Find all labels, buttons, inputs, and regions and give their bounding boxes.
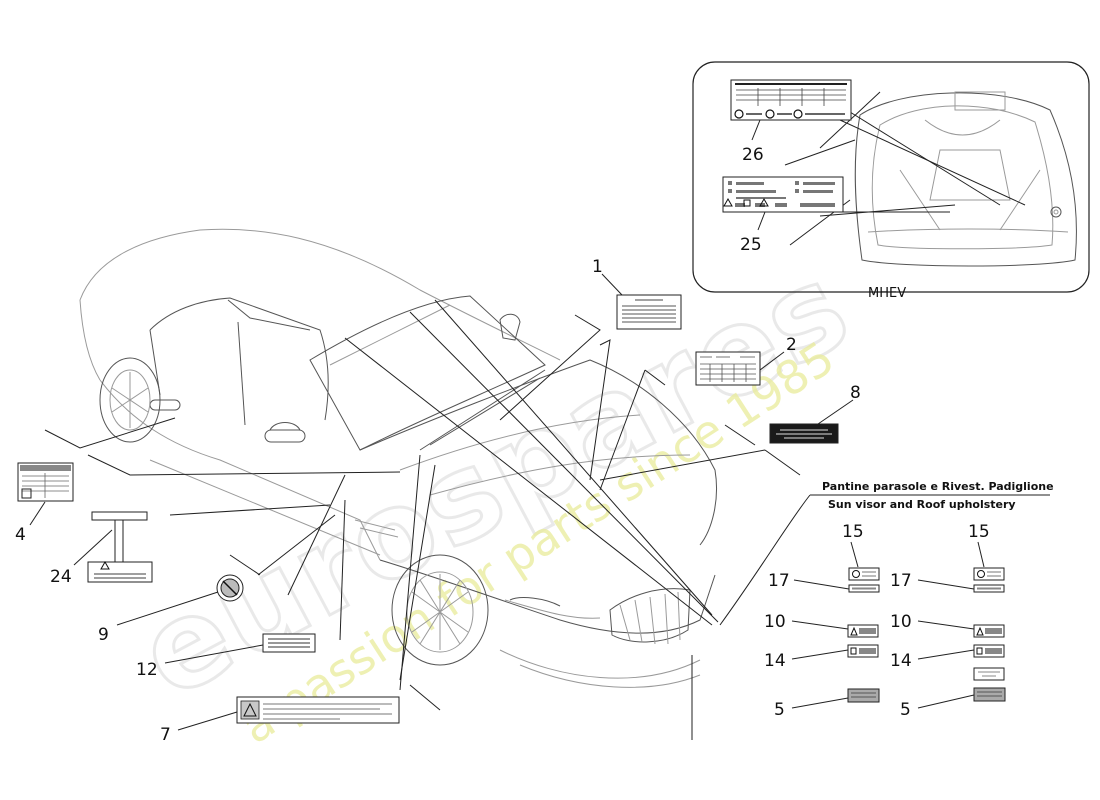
callout-15b: 15	[968, 522, 990, 542]
sun-visor-title-en: Sun visor and Roof upholstery	[828, 498, 1016, 511]
label-9	[216, 574, 244, 602]
callout-14b: 14	[890, 651, 912, 671]
callout-25: 25	[740, 235, 762, 255]
callout-7: 7	[160, 725, 171, 745]
watermark-logo: eurospares	[118, 237, 871, 725]
callout-14a: 14	[764, 651, 786, 671]
leader-4	[29, 501, 46, 526]
leader-1	[601, 273, 623, 296]
callout-10a: 10	[764, 612, 786, 632]
leader-lines	[44, 299, 801, 711]
label-24	[87, 511, 153, 583]
leader-12	[164, 644, 264, 664]
callout-4: 4	[15, 525, 26, 545]
sun-visor-section: Pantine parasole e Rivest. Padiglione Su…	[691, 480, 1054, 740]
callout-9: 9	[98, 625, 109, 645]
leader-7	[177, 711, 238, 731]
callout-5a: 5	[774, 700, 785, 720]
callout-1: 1	[592, 257, 603, 277]
leader-24	[73, 529, 113, 566]
label-8	[769, 423, 839, 444]
watermark: eurospares a passion for parts since 198…	[117, 236, 873, 754]
callout-12: 12	[136, 660, 158, 680]
car-illustration	[79, 228, 718, 688]
label-26	[730, 79, 852, 121]
callout-26: 26	[742, 145, 764, 165]
leader-9	[116, 591, 219, 626]
callout-2: 2	[786, 335, 797, 355]
inset-caption: MHEV	[868, 286, 906, 301]
label-7	[236, 696, 400, 724]
callout-8: 8	[850, 383, 861, 403]
callout-10b: 10	[890, 612, 912, 632]
visor-labels-column-b	[973, 567, 1006, 702]
callout-5b: 5	[900, 700, 911, 720]
inset-frame	[692, 61, 1090, 293]
label-4	[17, 462, 74, 502]
label-12	[262, 633, 316, 653]
callout-24: 24	[50, 567, 72, 587]
leader-2	[759, 351, 785, 371]
leader-8	[817, 399, 854, 425]
callout-17a: 17	[768, 571, 790, 591]
label-25	[722, 176, 844, 213]
hood-inset	[692, 61, 1090, 293]
leader-25	[757, 211, 766, 231]
label-2	[695, 351, 761, 386]
callout-15a: 15	[842, 522, 864, 542]
leader-26	[751, 119, 761, 141]
visor-labels-column-a	[847, 567, 880, 703]
callout-17b: 17	[890, 571, 912, 591]
label-1	[616, 294, 682, 330]
sun-visor-title-it: Pantine parasole e Rivest. Padiglione	[822, 480, 1054, 493]
